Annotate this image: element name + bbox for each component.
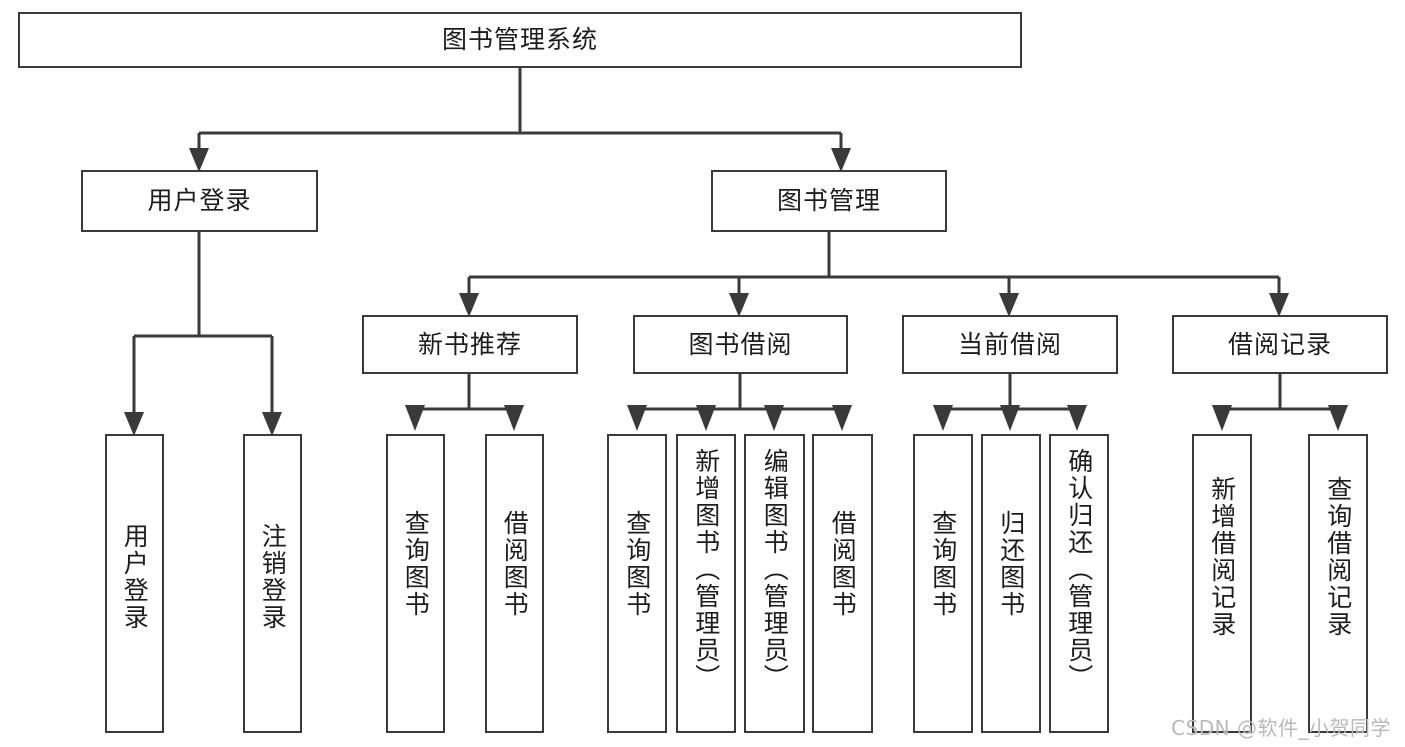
watermark: CSDN @软件_小贺同学 bbox=[1171, 716, 1391, 740]
leaf-confirm-return-admin[interactable]: 确认归还（管理员） bbox=[1049, 434, 1109, 733]
leaf-user-login[interactable]: 用户登录 bbox=[105, 434, 164, 733]
node-label: 查询图书 bbox=[401, 510, 431, 618]
node-label: 新书推荐 bbox=[417, 329, 522, 359]
node-label: 借阅图书 bbox=[500, 510, 530, 618]
node-label: 查询图书 bbox=[622, 510, 652, 618]
node-label: 图书借阅 bbox=[688, 329, 793, 359]
node-current-borrow[interactable]: 当前借阅 bbox=[902, 315, 1118, 374]
node-label: 查询借阅记录 bbox=[1323, 476, 1353, 638]
node-label: 新增图书（管理员） bbox=[691, 448, 721, 691]
node-book-borrow[interactable]: 图书借阅 bbox=[633, 315, 848, 374]
leaf-query-book-recommend[interactable]: 查询图书 bbox=[386, 434, 445, 733]
node-label: 注销登录 bbox=[258, 523, 288, 631]
node-label: 图书管理系统 bbox=[441, 25, 598, 55]
node-label: 当前借阅 bbox=[957, 329, 1062, 359]
node-new-book-recommend[interactable]: 新书推荐 bbox=[362, 315, 578, 374]
leaf-add-borrow-record[interactable]: 新增借阅记录 bbox=[1192, 434, 1252, 733]
leaf-borrow-book-recommend[interactable]: 借阅图书 bbox=[485, 434, 544, 733]
node-borrow-record[interactable]: 借阅记录 bbox=[1172, 315, 1388, 374]
leaf-add-book-admin[interactable]: 新增图书（管理员） bbox=[676, 434, 736, 733]
leaf-borrow-book[interactable]: 借阅图书 bbox=[812, 434, 873, 733]
node-label: 查询图书 bbox=[928, 510, 958, 618]
leaf-query-borrow-record[interactable]: 查询借阅记录 bbox=[1308, 434, 1368, 733]
leaf-edit-book-admin[interactable]: 编辑图书（管理员） bbox=[744, 434, 805, 733]
leaf-return-book[interactable]: 归还图书 bbox=[981, 434, 1041, 733]
leaf-query-book-borrow[interactable]: 查询图书 bbox=[607, 434, 667, 733]
node-label: 用户登录 bbox=[147, 186, 252, 216]
node-label: 编辑图书（管理员） bbox=[760, 448, 790, 691]
node-book-management[interactable]: 图书管理 bbox=[711, 170, 947, 232]
node-label: 用户登录 bbox=[120, 523, 150, 631]
leaf-logout[interactable]: 注销登录 bbox=[243, 434, 302, 733]
node-label: 图书管理 bbox=[776, 186, 881, 216]
node-user-login[interactable]: 用户登录 bbox=[81, 170, 318, 232]
node-label: 借阅记录 bbox=[1227, 329, 1332, 359]
node-label: 归还图书 bbox=[996, 510, 1026, 618]
leaf-query-book-current[interactable]: 查询图书 bbox=[913, 434, 973, 733]
node-root-book-management-system[interactable]: 图书管理系统 bbox=[18, 12, 1022, 68]
node-label: 借阅图书 bbox=[828, 510, 858, 618]
node-label: 确认归还（管理员） bbox=[1064, 448, 1094, 691]
node-label: 新增借阅记录 bbox=[1207, 476, 1237, 638]
